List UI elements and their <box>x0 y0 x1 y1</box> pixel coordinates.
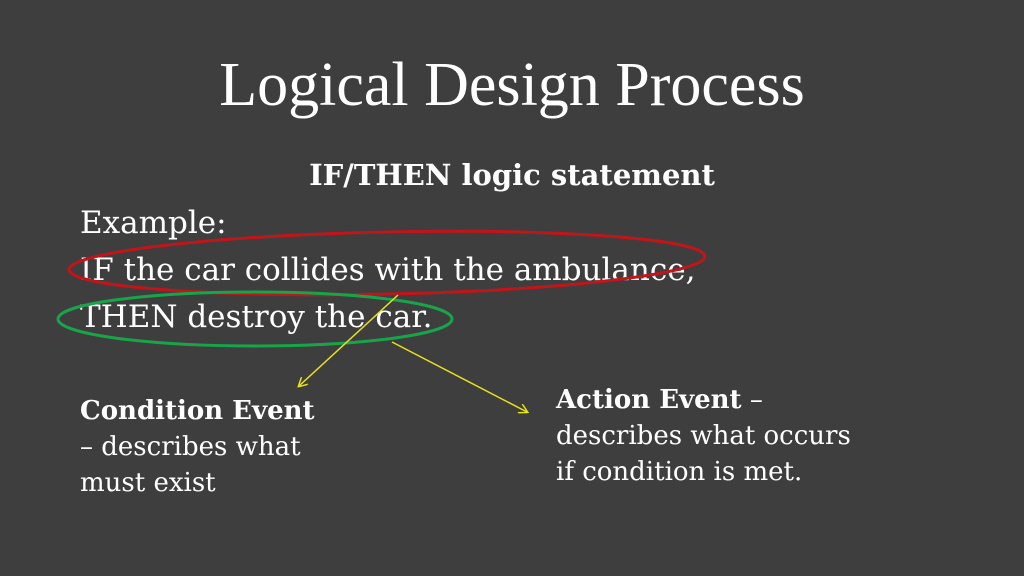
then-statement: THEN destroy the car. <box>80 299 433 335</box>
condition-event-heading: Condition Event <box>80 396 315 426</box>
condition-event-callout: Condition Event – describes what must ex… <box>80 393 360 501</box>
action-event-heading: Action Event <box>556 385 742 415</box>
example-label: Example: <box>80 205 227 241</box>
condition-event-description: – describes what must exist <box>80 432 301 498</box>
if-statement: IF the car collides with the ambulance, <box>80 252 696 288</box>
action-pointer-arrow <box>391 341 527 412</box>
action-event-dash: – <box>741 385 763 415</box>
action-event-description: describes what occurs if condition is me… <box>556 421 851 487</box>
action-event-callout: Action Event – describes what occurs if … <box>556 382 856 490</box>
slide-subtitle: IF/THEN logic statement <box>309 158 715 192</box>
slide-title: Logical Design Process <box>219 51 805 119</box>
